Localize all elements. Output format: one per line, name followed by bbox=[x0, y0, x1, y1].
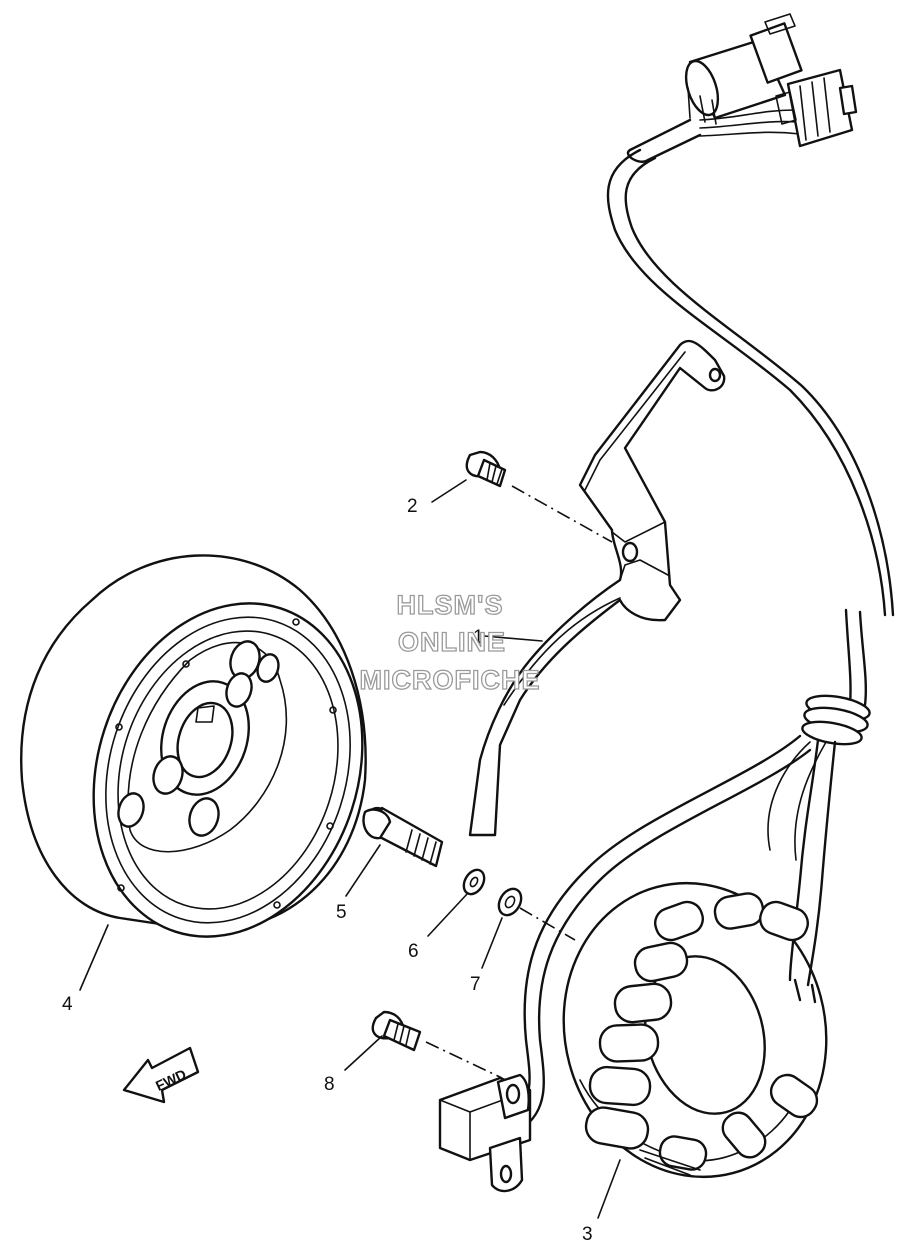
stator-assembly bbox=[562, 881, 828, 1219]
callout-2: 2 bbox=[407, 496, 418, 517]
screw-part-8 bbox=[344, 1010, 503, 1079]
left-arrow-icon bbox=[122, 1046, 200, 1104]
fwd-direction-marker: FWD bbox=[122, 1046, 200, 1104]
stator-poles bbox=[584, 892, 819, 1171]
washer-part-7 bbox=[481, 887, 576, 969]
pickup-coil bbox=[438, 1073, 532, 1193]
wire-grommet bbox=[801, 608, 871, 746]
watermark-line-1: HLSM'S bbox=[397, 590, 504, 620]
flywheel-rotor bbox=[20, 554, 367, 991]
callout-6: 6 bbox=[408, 941, 419, 962]
watermark-line-2: ONLINE bbox=[398, 627, 506, 657]
callout-5: 5 bbox=[336, 902, 347, 923]
callout-1: 1 bbox=[473, 627, 484, 648]
screw-part-2 bbox=[431, 450, 613, 543]
bracket-plate bbox=[468, 339, 726, 837]
callout-4: 4 bbox=[62, 994, 73, 1015]
watermark-line-3: MICROFICHE bbox=[360, 665, 541, 695]
washer-part-6 bbox=[427, 868, 486, 937]
callout-labels: 1 2 3 4 5 6 7 8 bbox=[62, 496, 593, 1245]
callout-8: 8 bbox=[324, 1074, 335, 1095]
callout-7: 7 bbox=[470, 974, 481, 995]
coupler-connector bbox=[699, 68, 858, 148]
callout-3: 3 bbox=[582, 1224, 593, 1245]
bolt-part-5 bbox=[345, 806, 444, 897]
wire-harness bbox=[508, 13, 895, 1132]
round-connector bbox=[684, 13, 803, 125]
watermark: HLSM'S ONLINE MICROFICHE bbox=[359, 589, 541, 695]
